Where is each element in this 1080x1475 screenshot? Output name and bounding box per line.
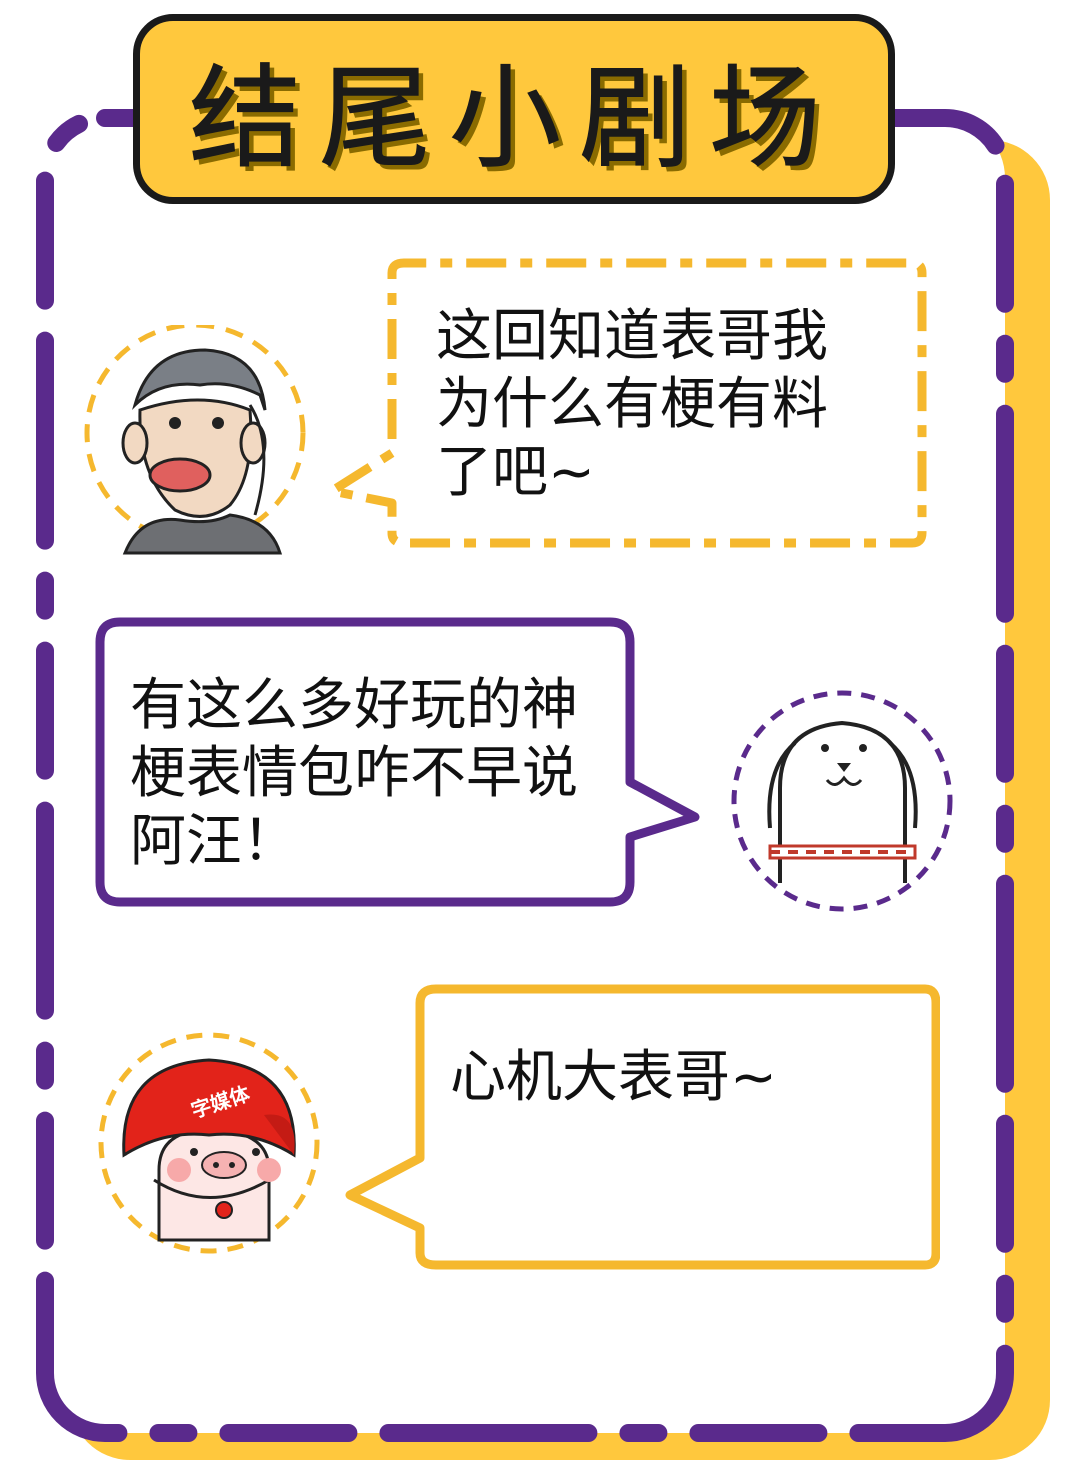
speech-bubble-2 xyxy=(95,617,700,907)
man-headscarf-avatar xyxy=(84,325,306,555)
dog-avatar xyxy=(731,690,953,912)
speech-bubble-3 xyxy=(345,984,940,1270)
dialogue-text-2: 有这么多好玩的神 梗表情包咋不早说 阿汪！ xyxy=(130,673,578,874)
speech-bubble-1 xyxy=(327,258,927,548)
pig-helmet-avatar: 字媒体 xyxy=(98,1032,320,1254)
dialogue-text-1: 这回知道表哥我 为什么有梗有料 了吧~ xyxy=(436,304,828,505)
title-banner: 结尾小剧场 xyxy=(133,14,895,204)
page-title: 结尾小剧场 xyxy=(189,54,839,185)
dialogue-text-3: 心机大表哥~ xyxy=(450,1045,777,1110)
